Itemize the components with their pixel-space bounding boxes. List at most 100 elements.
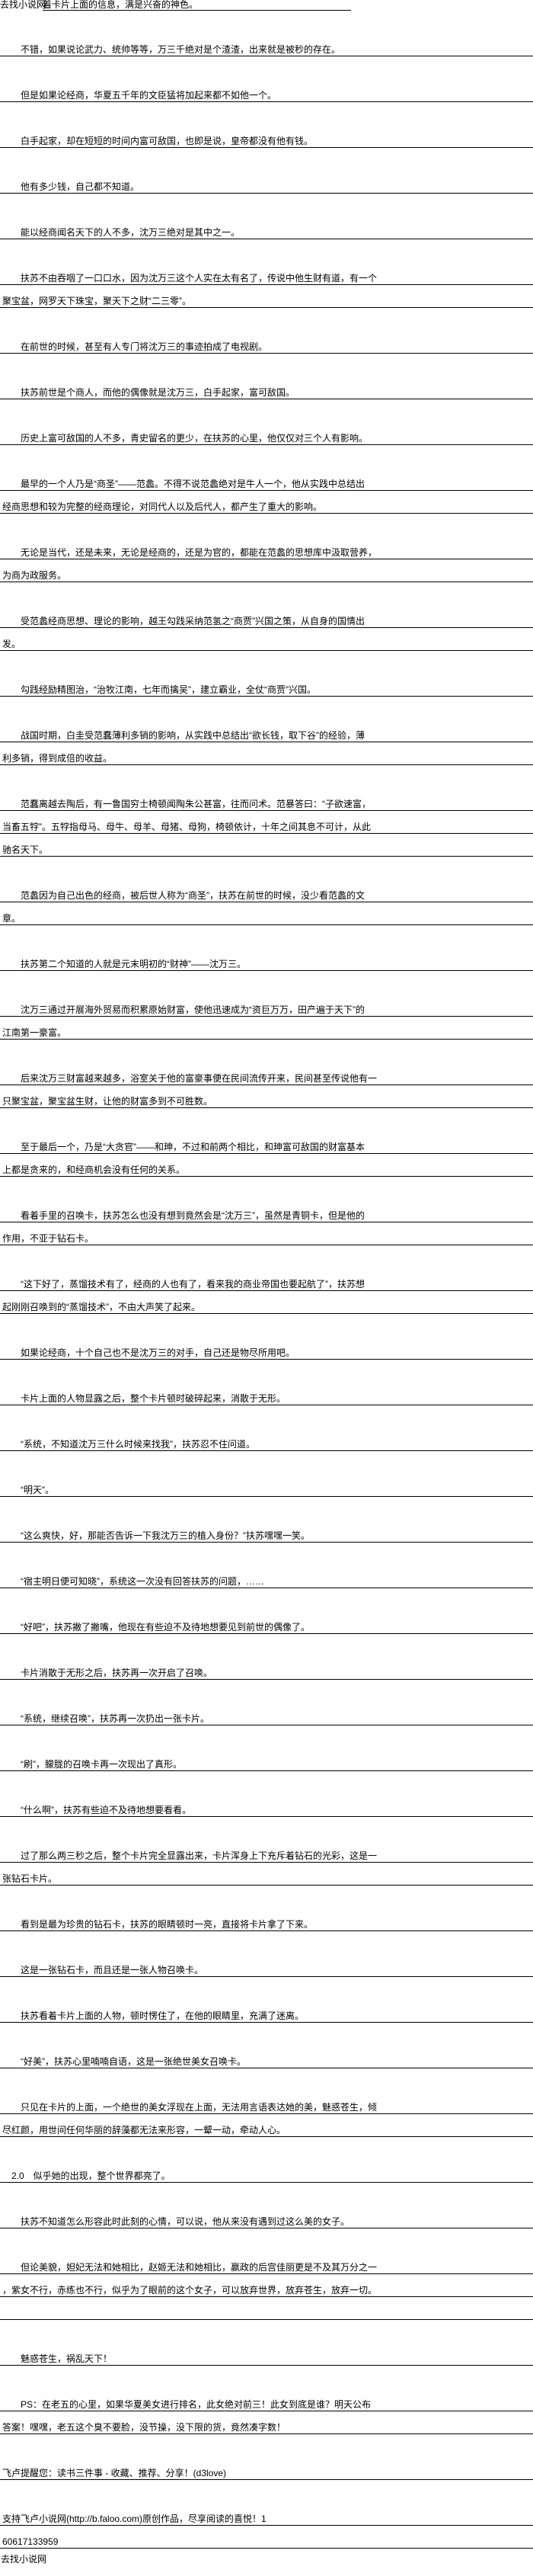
paragraph-line: 扶苏看着卡片上面的人物，顿时愣住了，在他的眼睛里，充满了迷离。 — [0, 2000, 533, 2023]
paragraph: “好吧”，扶苏撇了撇嘴，他现在有些迫不及待地想要见到前世的偶像了。 — [0, 1611, 533, 1634]
paragraph-line: “好美”，扶苏心里喃喃自语，这是一张绝世美女召唤卡。 — [0, 2046, 533, 2068]
paragraph: “刷”，朦胧的召唤卡再一次现出了真形。 — [0, 1748, 533, 1771]
paragraph: 魅惑苍生，祸乱天下！ — [0, 2343, 533, 2366]
paragraph-line: 驰名天下。 — [0, 834, 533, 857]
paragraph-line: 答案！嘿嘿，老五这个臭不要脸，没节操，没下限的货，竟然凑字数！ — [0, 2411, 533, 2434]
paragraph-line: 为商为政服务。 — [0, 559, 533, 582]
paragraph-line: 看到是最为珍贵的钻石卡，扶苏的眼睛顿时一亮，直接将卡片拿了下来。 — [0, 1908, 533, 1931]
site-name: 去找小说网 — [0, 0, 46, 10]
paragraph-line: 当畜五牸”。五牸指母马、母牛、母羊、母猪、母狗，椅顿依计，十年之间其息不可计，从… — [0, 811, 533, 834]
paragraph-line: “明天”。 — [0, 1474, 533, 1497]
footer-site-name: 去找小说网 — [1, 2554, 47, 2565]
paragraph: 卡片消散于无形之后，扶苏再一次开启了召唤。 — [0, 1657, 533, 1680]
paragraph: 看着手里的召唤卡，扶苏怎么也没有想到竟然会是“沈万三”，虽然是青铜卡，但是他的作… — [0, 1200, 533, 1245]
paragraph: 能以经商闻名天下的人不多，沈万三绝对是其中之一。 — [0, 216, 533, 239]
paragraph-line: 历史上富可敌国的人不多，青史留名的更少，在扶苏的心里，他仅仅对三个人有影响。 — [0, 422, 533, 445]
paragraph: “这下好了，蒸馏技术有了，经商的人也有了，看来我的商业帝国也要起航了”，扶苏想起… — [0, 1268, 533, 1314]
paragraph-line: 他有多少钱，自己都不知道。 — [0, 171, 533, 194]
paragraph-line: 飞卢提醒您：读书三件事 - 收藏、推荐、分享！(d3love) — [0, 2457, 533, 2480]
paragraph: 扶苏看着卡片上面的人物，顿时愣住了，在他的眼睛里，充满了迷离。 — [0, 2000, 533, 2023]
paragraph-line: 不错，如果说论武力、统帅等等，万三千绝对是个渣渣，出来就是被秒的存在。 — [0, 34, 533, 56]
paragraph-line: 扶苏不由吞咽了一口口水，因为沈万三这个人实在太有名了，传说中他生财有道，有一个 — [0, 262, 533, 285]
paragraph: 无论是当代，还是未来，无论是经商的，还是为官的，都能在范蠡的思想库中汲取营养，为… — [0, 537, 533, 582]
paragraph-line: 扶苏第二个知道的人就是元末明初的“财神”——沈万三。 — [0, 948, 533, 971]
paragraph-line: 张钻石卡片。 — [0, 1863, 533, 1886]
paragraph-line: 如果论经商，十个自己也不是沈万三的对手，自己还是物尽所用吧。 — [0, 1337, 533, 1360]
paragraph-line: 但是如果论经商，华夏五千年的文臣猛将加起来都不如他一个。 — [0, 79, 533, 102]
paragraph-line: “这么爽快，好，那能否告诉一下我沈万三的植入身份？”扶苏嘿嘿一笑。 — [0, 1520, 533, 1543]
paragraph-line: “系统，不知道沈万三什么时候来找我”，扶苏忍不住问道。 — [0, 1428, 533, 1451]
paragraph: “明天”。 — [0, 1474, 533, 1497]
paragraph: 如果论经商，十个自己也不是沈万三的对手，自己还是物尽所用吧。 — [0, 1337, 533, 1360]
paragraph-line: 尽红颜，用世间任何华丽的辞藻都无法来形容，一颦一动，牵动人心。 — [0, 2114, 533, 2137]
header-text: 着卡片上面的信息，满是兴奋的神色。 — [43, 0, 351, 11]
paragraph: 最早的一个人乃是“商圣”——范蠡。不得不说范蠡绝对是牛人一个，他从实践中总结出经… — [0, 468, 533, 514]
paragraph-line: 战国时期，白圭受范蠢薄利多销的影响，从实践中总结出“欲长钱，取下谷”的经验，薄 — [0, 719, 533, 742]
paragraph-line: 能以经商闻名天下的人不多，沈万三绝对是其中之一。 — [0, 216, 533, 239]
paragraph-line: 最早的一个人乃是“商圣”——范蠡。不得不说范蠡绝对是牛人一个，他从实践中总结出 — [0, 468, 533, 491]
paragraph-line: 这是一张钻石卡，而且还是一张人物召唤卡。 — [0, 1954, 533, 1977]
paragraph: 在前世的时候，甚至有人专门将沈万三的事迹拍成了电视剧。 — [0, 331, 533, 354]
paragraph: “系统，继续召唤”，扶苏再一次扔出一张卡片。 — [0, 1703, 533, 1725]
paragraph-line: 但论美貌，妲妃无法和她相比，赵姬无法和她相比，嬴政的后宫佳丽更是不及其万分之一 — [0, 2251, 533, 2274]
paragraph-line: 范蠡因为自己出色的经商，被后世人称为“商圣”，扶苏在前世的时候，没少看范蠡的文 — [0, 879, 533, 902]
paragraph-line: “宿主明日便可知晓”，系统这一次没有回答扶苏的问题，…… — [0, 1565, 533, 1588]
paragraph: 范蠡因为自己出色的经商，被后世人称为“商圣”，扶苏在前世的时候，没少看范蠡的文章… — [0, 879, 533, 925]
paragraph: 扶苏第二个知道的人就是元末明初的“财神”——沈万三。 — [0, 948, 533, 971]
paragraph-line: 经商思想和较为完整的经商理论，对同代人以及后代人，都产生了重大的影响。 — [0, 491, 533, 514]
paragraph-line: 扶苏前世是个商人，而他的偶像就是沈万三，白手起家，富可敌国。 — [0, 376, 533, 399]
paragraph: 扶苏前世是个商人，而他的偶像就是沈万三，白手起家，富可敌国。 — [0, 376, 533, 399]
paragraph: 看到是最为珍贵的钻石卡，扶苏的眼睛顿时一亮，直接将卡片拿了下来。 — [0, 1908, 533, 1931]
paragraph-line: 过了那么两三秒之后，整个卡片完全显露出来，卡片浑身上下充斥着钻石的光彩，这是一 — [0, 1840, 533, 1863]
article-body: 不错，如果说论武力、统帅等等，万三千绝对是个渣渣，出来就是被秒的存在。 但是如果… — [0, 11, 533, 2571]
paragraph-line: PS：在老五的心里，如果华夏美女进行排名，此女绝对前三！此女到底是谁？明天公布 — [0, 2389, 533, 2411]
paragraph-line: 魅惑苍生，祸乱天下！ — [0, 2343, 533, 2366]
paragraph: 受范蠡经商思想、理论的影响，越王勾践采纳范氢之“商贾”兴国之策，从自身的国情出发… — [0, 605, 533, 651]
paragraph-line: 2.0 似乎她的出现，整个世界都亮了。 — [0, 2160, 533, 2183]
paragraph: “系统，不知道沈万三什么时候来找我”，扶苏忍不住问道。 — [0, 1428, 533, 1451]
paragraph: 范蠢离越去陶后，有一鲁国穷士椅顿闻陶朱公甚富，往而问术。范暴答曰：“子欲速富，当… — [0, 788, 533, 857]
page-header: 去找小说网着卡片上面的信息，满是兴奋的神色。 — [0, 0, 533, 11]
paragraph-line: 只见在卡片的上面，一个绝世的美女浮现在上面，无法用言语表达她的美，魅惑苍生，倾 — [0, 2091, 533, 2114]
paragraph-line: 无论是当代，还是未来，无论是经商的，还是为官的，都能在范蠡的思想库中汲取营养， — [0, 537, 533, 559]
paragraph: 扶苏不知道怎么形容此时此刻的心情，可以说，他从来没有遇到过这么美的女子。 — [0, 2206, 533, 2228]
paragraph-line: “什么啊”，扶苏有些迫不及待地想要看看。 — [0, 1794, 533, 1817]
paragraph: “好美”，扶苏心里喃喃自语，这是一张绝世美女召唤卡。 — [0, 2046, 533, 2068]
paragraph-line: 看着手里的召唤卡，扶苏怎么也没有想到竟然会是“沈万三”，虽然是青铜卡，但是他的 — [0, 1200, 533, 1222]
paragraph: 战国时期，白圭受范蠢薄利多销的影响，从实践中总结出“欲长钱，取下谷”的经验，薄利… — [0, 719, 533, 765]
paragraph: 但是如果论经商，华夏五千年的文臣猛将加起来都不如他一个。 — [0, 79, 533, 102]
paragraph-line: 利多销，得到成倍的收益。 — [0, 742, 533, 765]
paragraph: 扶苏不由吞咽了一口口水，因为沈万三这个人实在太有名了，传说中他生财有道，有一个聚… — [0, 262, 533, 308]
paragraph: 白手起家，却在短短的时间内富可敌国，也即是说，皇帝都没有他有钱。 — [0, 125, 533, 148]
paragraph-line: 支持飞卢小说网(http://b.faloo.com)原创作品，尽享阅读的喜悦！… — [0, 2503, 533, 2526]
paragraph-line: 扶苏不知道怎么形容此时此刻的心情，可以说，他从来没有遇到过这么美的女子。 — [0, 2206, 533, 2228]
paragraph-line: ，紫女不行，赤练也不行，似乎为了眼前的这个女子，可以放弃世界，放弃苍生，放弃一切… — [0, 2274, 533, 2297]
paragraph-line: 受范蠡经商思想、理论的影响，越王勾践采纳范氢之“商贾”兴国之策，从自身的国情出 — [0, 605, 533, 628]
paragraph-line: 发。 — [0, 628, 533, 651]
paragraph: 2.0 似乎她的出现，整个世界都亮了。 — [0, 2160, 533, 2183]
paragraph-line: 勾践经励精图治，“治牧江南，七年而擒吴”，建立霸业，全仗“商贾”兴国。 — [0, 674, 533, 697]
paragraph-line: 沈万三通过开展海外贸易而积累原始财富，使他迅速成为“资巨万万，田产遍于天下”的 — [0, 994, 533, 1017]
paragraph-line: 江南第一豪富。 — [0, 1017, 533, 1040]
paragraph-line: “刷”，朦胧的召唤卡再一次现出了真形。 — [0, 1748, 533, 1771]
paragraph-line: 60617133959 — [0, 2526, 533, 2549]
paragraph-line: 卡片上面的人物显露之后，整个卡片顿时破碎起来，消散于无形。 — [0, 1383, 533, 1405]
paragraph-line: 至于最后一个，乃是“大贪官”——和珅，不过和前两个相比，和珅富可敌国的财富基本 — [0, 1131, 533, 1154]
paragraph-line: 作用，不亚于钻石卡。 — [0, 1222, 533, 1245]
paragraph: 卡片上面的人物显露之后，整个卡片顿时破碎起来，消散于无形。 — [0, 1383, 533, 1405]
paragraph: 沈万三通过开展海外贸易而积累原始财富，使他迅速成为“资巨万万，田产遍于天下”的江… — [0, 994, 533, 1040]
paragraph-line: 卡片消散于无形之后，扶苏再一次开启了召唤。 — [0, 1657, 533, 1680]
paragraph-line: 起刚刚召唤到的“蒸馏技术”，不由大声笑了起来。 — [0, 1291, 533, 1314]
paragraph-line: 上都是贪来的，和经商机会没有任何的关系。 — [0, 1154, 533, 1177]
paragraph-line: 在前世的时候，甚至有人专门将沈万三的事迹拍成了电视剧。 — [0, 331, 533, 354]
paragraph-line: 后来沈万三财富越来越多，浴室关于他的富豪事便在民间流传开来，民间甚至传说他有一 — [0, 1062, 533, 1085]
paragraph: 飞卢提醒您：读书三件事 - 收藏、推荐、分享！(d3love) — [0, 2457, 533, 2480]
paragraph: 只见在卡片的上面，一个绝世的美女浮现在上面，无法用言语表达她的美，魅惑苍生，倾尽… — [0, 2091, 533, 2137]
paragraph: 至于最后一个，乃是“大贪官”——和珅，不过和前两个相比，和珅富可敌国的财富基本上… — [0, 1131, 533, 1177]
paragraph: 后来沈万三财富越来越多，浴室关于他的富豪事便在民间流传开来，民间甚至传说他有一只… — [0, 1062, 533, 1108]
paragraph: 支持飞卢小说网(http://b.faloo.com)原创作品，尽享阅读的喜悦！… — [0, 2503, 533, 2549]
paragraph: “这么爽快，好，那能否告诉一下我沈万三的植入身份？”扶苏嘿嘿一笑。 — [0, 1520, 533, 1543]
paragraph-line: 范蠢离越去陶后，有一鲁国穷士椅顿闻陶朱公甚富，往而问术。范暴答曰：“子欲速富， — [0, 788, 533, 811]
paragraph: 不错，如果说论武力、统帅等等，万三千绝对是个渣渣，出来就是被秒的存在。 — [0, 34, 533, 56]
paragraph-line — [0, 2297, 533, 2320]
